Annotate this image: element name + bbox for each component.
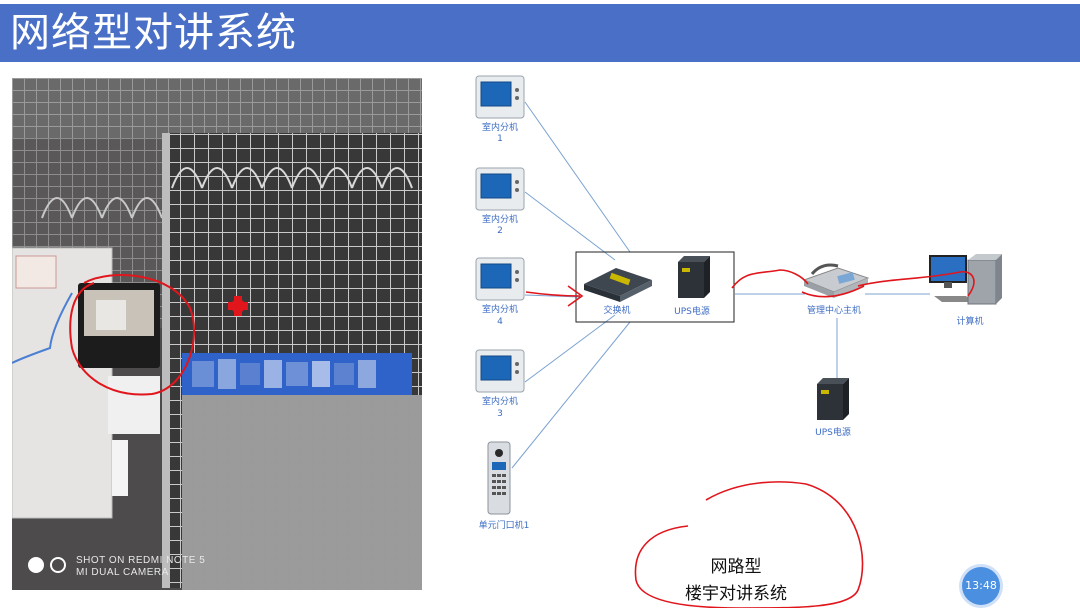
indoor-unit-3-number: 3 xyxy=(497,409,503,419)
indoor-unit-2-number: 2 xyxy=(497,226,503,236)
gate-photo: SHOT ON REDMI NOTE 5 MI DUAL CAMERA xyxy=(12,78,422,590)
annotation-line2: 楼宇对讲系统 xyxy=(685,584,787,604)
indoor-unit-1-label: 室内分机 xyxy=(482,121,518,133)
red-ink-annotations xyxy=(525,269,975,608)
connection-lines xyxy=(511,101,930,469)
switch-label: 交换机 xyxy=(603,304,630,316)
computer-icon xyxy=(929,254,1002,305)
management-console-icon xyxy=(802,263,870,298)
intercom-network-diagram: 室内分机 1 室内分机 2 室内分机 4 室内分机 3 单元门口机1 交换机 xyxy=(475,75,1002,608)
switch-ups-enclosure xyxy=(575,251,735,323)
computer-label: 计算机 xyxy=(956,315,983,327)
indoor-unit-1-number: 1 xyxy=(497,134,503,144)
network-switch-icon xyxy=(584,268,652,302)
ups-1-label: UPS电源 xyxy=(674,305,710,317)
door-station-label: 单元门口机1 xyxy=(479,519,530,531)
indoor-unit-3-icon xyxy=(475,349,525,393)
indoor-unit-2-label: 室内分机 xyxy=(482,213,518,225)
indoor-unit-1-icon xyxy=(475,75,525,119)
annotation-line1: 网路型 xyxy=(711,557,762,577)
management-host-label: 管理中心主机 xyxy=(807,304,861,316)
timer-text: 13:48 xyxy=(965,579,997,592)
photo-watermark-line2: MI DUAL CAMERA xyxy=(76,567,169,578)
timer-badge[interactable]: 13:48 xyxy=(962,567,1000,605)
ups-2-label: UPS电源 xyxy=(815,426,851,438)
indoor-unit-4-number: 4 xyxy=(497,317,503,327)
title-bar: 网络型对讲系统 xyxy=(0,4,1080,62)
indoor-unit-2-icon xyxy=(475,167,525,211)
slide-title: 网络型对讲系统 xyxy=(10,10,297,56)
door-station-icon xyxy=(487,441,511,515)
ups-power-icon-2 xyxy=(817,378,849,420)
photo-watermark-line1: SHOT ON REDMI NOTE 5 xyxy=(76,555,205,566)
indoor-unit-4-icon xyxy=(475,257,525,301)
ups-power-icon-1 xyxy=(678,256,710,298)
indoor-unit-3-label: 室内分机 xyxy=(482,395,518,407)
indoor-unit-4-label: 室内分机 xyxy=(482,303,518,315)
